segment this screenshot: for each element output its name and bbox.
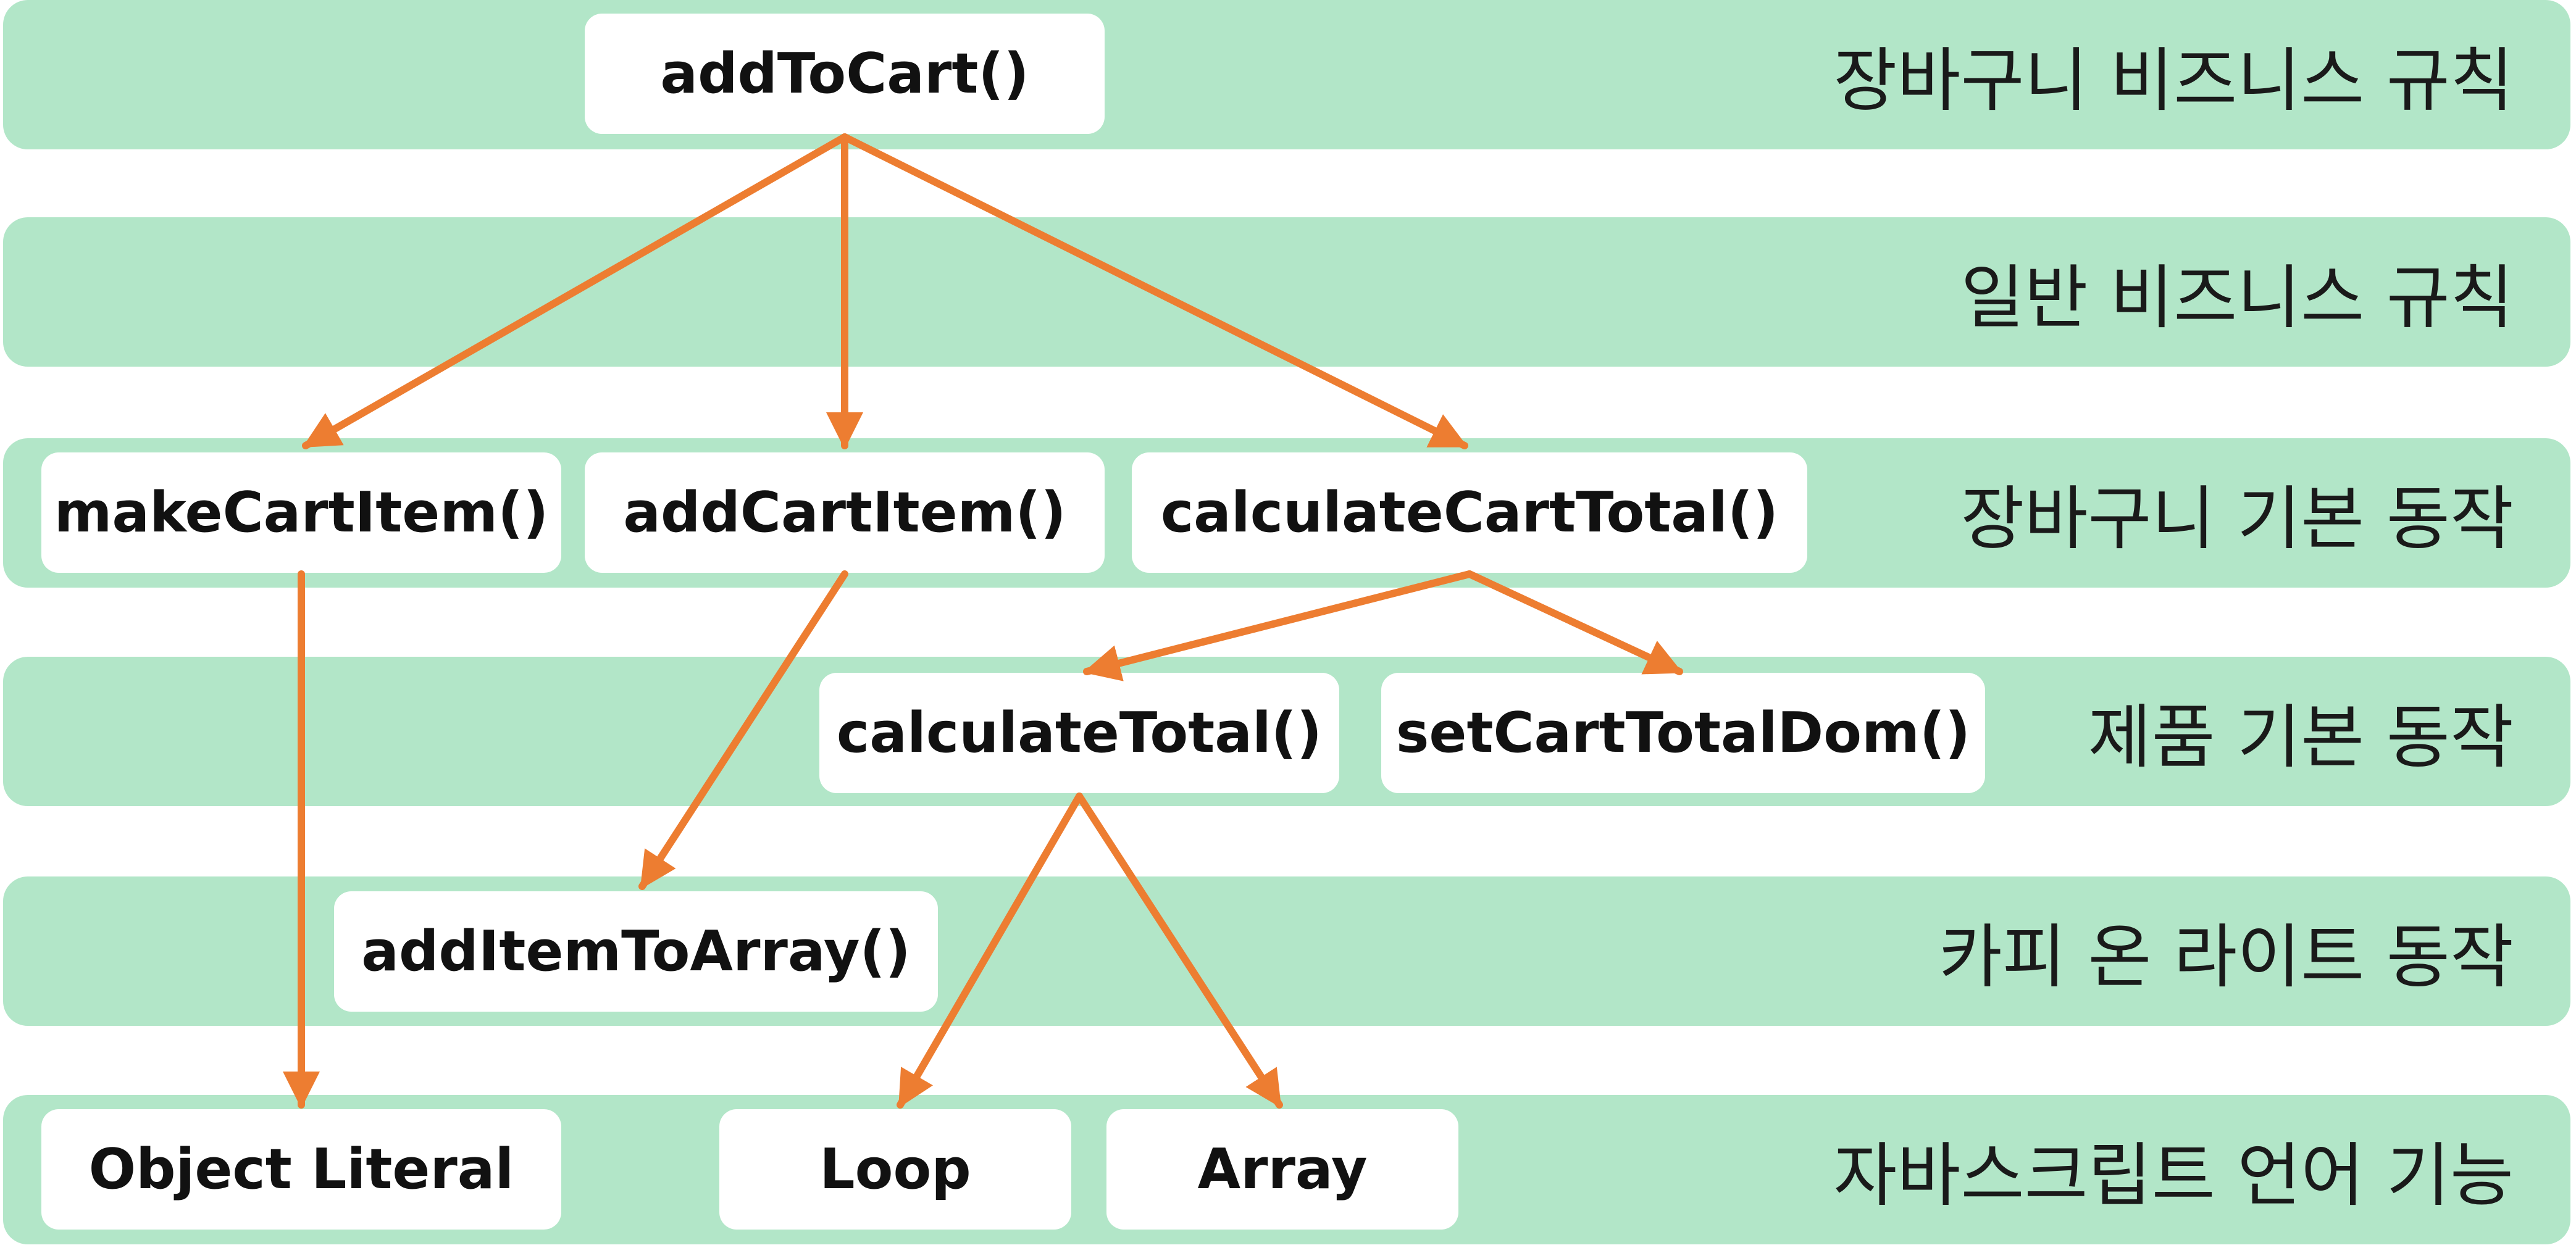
node-add-to-cart: addToCart()	[585, 14, 1105, 134]
arrow-calculatetotal-to-loop	[897, 793, 1083, 1109]
node-add-cart-item: addCartItem()	[585, 452, 1105, 573]
layer-label: 카피 온 라이트 동작	[1938, 917, 2514, 997]
node-make-cart-item: makeCartItem()	[41, 452, 561, 573]
layer-label: 일반 비즈니스 규칙	[1960, 258, 2514, 338]
layer-general-business-rules: 일반 비즈니스 규칙	[3, 217, 2570, 367]
node-add-item-to-array: addItemToArray()	[334, 891, 938, 1012]
layer-cart-business-rules: 장바구니 비즈니스 규칙	[3, 0, 2570, 149]
node-object-literal: Object Literal	[41, 1109, 561, 1230]
layer-label: 장바구니 비즈니스 규칙	[1833, 41, 2514, 121]
arrow-addtocart-to-calculatecarttotal	[841, 133, 1468, 449]
arrow-calculatetotal-to-array	[1076, 793, 1283, 1109]
arrow-calculatecarttotal-to-calculatetotal	[1083, 570, 1473, 681]
layer-label: 제품 기본 동작	[2088, 697, 2514, 778]
arrow-addtocart-to-makecartitem	[302, 133, 848, 449]
arrow-addcartitem-to-additemtoarray	[638, 570, 848, 890]
layer-label: 장바구니 기본 동작	[1960, 479, 2514, 559]
node-calculate-cart-total: calculateCartTotal()	[1132, 452, 1807, 573]
layer-label: 자바스크립트 언어 기능	[1833, 1136, 2514, 1216]
node-array: Array	[1106, 1109, 1458, 1230]
node-calculate-total: calculateTotal()	[819, 673, 1339, 793]
node-loop: Loop	[719, 1109, 1071, 1230]
node-set-cart-total-dom: setCartTotalDom()	[1381, 673, 1985, 793]
arrow-calculatecarttotal-to-setcarttotaldom	[1466, 570, 1683, 675]
